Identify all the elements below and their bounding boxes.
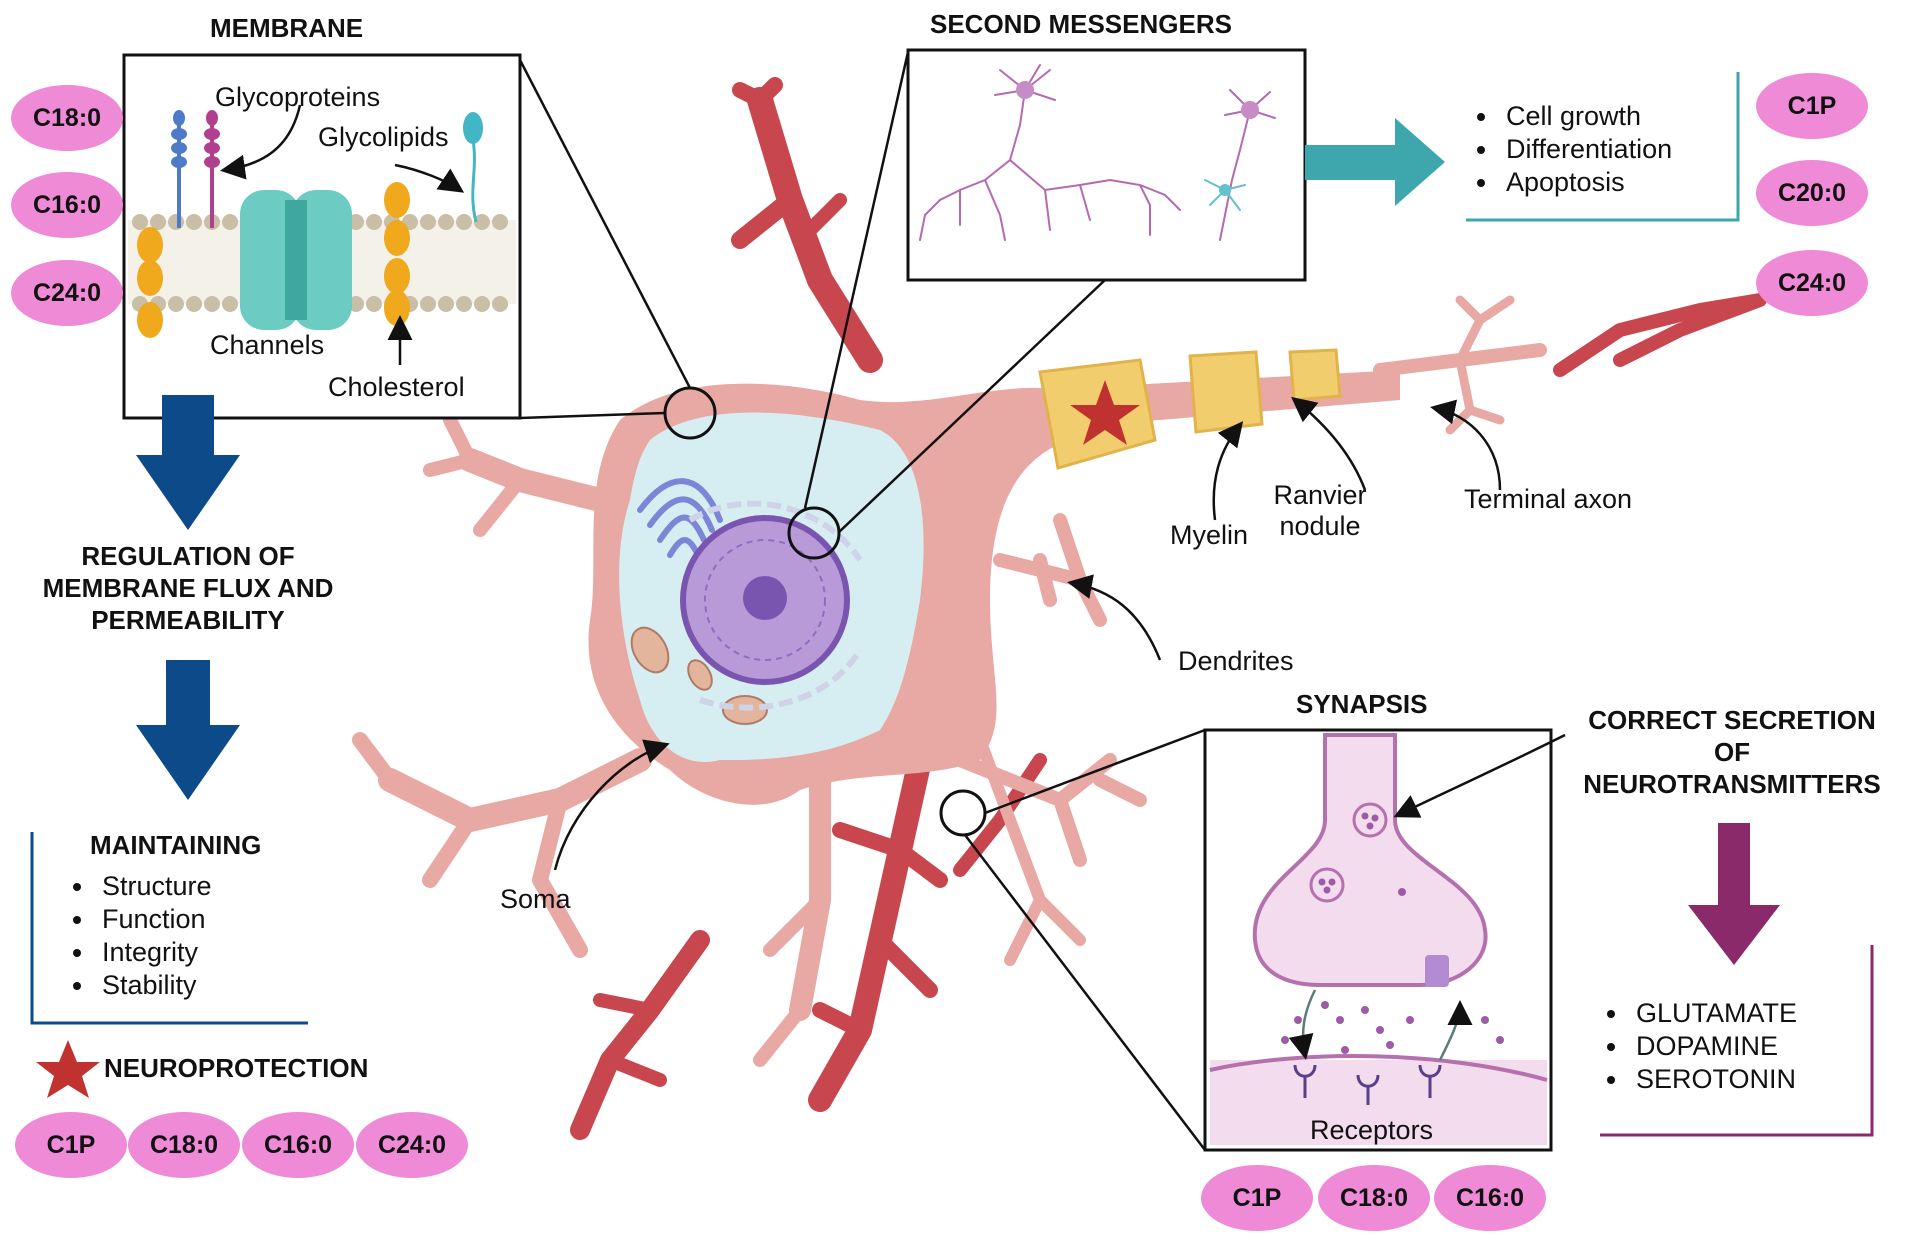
navy-arrow-lower bbox=[136, 660, 240, 800]
dendrites-label: Dendrites bbox=[1178, 646, 1294, 676]
maintaining-item: Integrity bbox=[96, 936, 212, 969]
secretion-line-2: OF bbox=[1713, 737, 1751, 767]
second-messengers-pill-1: C1P bbox=[1756, 73, 1868, 139]
maintaining-item: Stability bbox=[96, 969, 212, 1002]
maintaining-item: Function bbox=[96, 903, 212, 936]
bracket-lines bbox=[30, 72, 1874, 1137]
second-messengers-item: Differentiation bbox=[1500, 133, 1672, 166]
synapse-illustration bbox=[1209, 733, 1548, 1145]
red-processes bbox=[570, 77, 1767, 1140]
terminal-axon-label: Terminal axon bbox=[1464, 484, 1633, 514]
secretion-line-1: CORRECT SECRETION bbox=[1588, 705, 1876, 735]
second-messengers-item: Cell growth bbox=[1500, 100, 1672, 133]
glycoprotein-blue bbox=[171, 110, 187, 228]
neurotransmitter-list: GLUTAMATE DOPAMINE SEROTONIN bbox=[1602, 997, 1797, 1096]
maintaining-title: MAINTAINING bbox=[90, 830, 262, 860]
receptors-label: Receptors bbox=[1310, 1115, 1434, 1145]
second-messengers-item: Apoptosis bbox=[1500, 166, 1672, 199]
neuroprotection-pill-1: C1P bbox=[15, 1112, 127, 1178]
label-arrows bbox=[553, 396, 1566, 871]
membrane-label-arrows bbox=[220, 104, 465, 365]
regulation-heading: REGULATION OF MEMBRANE FLUX AND PERMEABI… bbox=[0, 540, 376, 636]
neuroprotection-pill-3: C16:0 bbox=[242, 1112, 354, 1178]
maintaining-list: Structure Function Integrity Stability bbox=[68, 870, 212, 1002]
neuroprotection-pill-2: C18:0 bbox=[128, 1112, 240, 1178]
cholesterol-left bbox=[137, 227, 163, 338]
soma-label: Soma bbox=[500, 884, 571, 914]
myelin-label: Myelin bbox=[1170, 520, 1249, 550]
membrane-pill-2: C16:0 bbox=[11, 172, 123, 238]
secretion-line-3: NEUROTRANSMITTERS bbox=[1583, 769, 1881, 799]
teal-arrow bbox=[1305, 118, 1445, 206]
channel-protein bbox=[240, 190, 352, 330]
regulation-line-1: REGULATION OF bbox=[81, 541, 295, 571]
neuroprotection-star-on-myelin bbox=[1070, 380, 1140, 445]
glycoprotein-purple bbox=[204, 110, 220, 228]
synapsis-pill-3: C16:0 bbox=[1434, 1165, 1546, 1231]
maintaining-item: Structure bbox=[96, 870, 212, 903]
neuroprotection-pill-4: C24:0 bbox=[356, 1112, 468, 1178]
neurotransmitter-item: DOPAMINE bbox=[1630, 1030, 1797, 1063]
second-messengers-title: SECOND MESSENGERS bbox=[930, 9, 1232, 39]
zoom-lines bbox=[518, 51, 1206, 1151]
nucleus bbox=[680, 500, 863, 711]
neurotransmitter-item: GLUTAMATE bbox=[1630, 997, 1797, 1030]
second-messengers-list: Cell growth Differentiation Apoptosis bbox=[1472, 100, 1672, 199]
channels-label: Channels bbox=[210, 330, 325, 360]
regulation-line-3: PERMEABILITY bbox=[91, 605, 285, 635]
membrane-title: MEMBRANE bbox=[210, 13, 364, 43]
glycolipid bbox=[463, 112, 483, 223]
second-messenger-neurons bbox=[919, 64, 1276, 241]
membrane-pill-3: C24:0 bbox=[11, 260, 123, 326]
secretion-heading: CORRECT SECRETION OF NEUROTRANSMITTERS bbox=[1560, 704, 1904, 800]
neuroprotection-title: NEUROPROTECTION bbox=[104, 1053, 369, 1083]
ranvier-line-1: Ranvier bbox=[1273, 480, 1367, 510]
golgi-apparatus bbox=[637, 478, 723, 558]
ranvier-line-2: nodule bbox=[1279, 511, 1361, 541]
synapsis-pill-2: C18:0 bbox=[1318, 1165, 1430, 1231]
synapsis-title: SYNAPSIS bbox=[1296, 689, 1428, 719]
glycolipids-label: Glycolipids bbox=[318, 122, 449, 152]
navy-arrow-upper bbox=[136, 395, 240, 530]
cholesterol-label: Cholesterol bbox=[328, 372, 465, 402]
second-messengers-pill-2: C20:0 bbox=[1756, 160, 1868, 226]
pink-dendrites bbox=[352, 295, 1547, 1067]
ranvier-label: Ranvier nodule bbox=[1270, 480, 1370, 542]
second-messengers-box bbox=[906, 48, 1307, 282]
neuroprotection-star-icon bbox=[36, 1040, 100, 1098]
neurotransmitter-item: SEROTONIN bbox=[1630, 1063, 1797, 1096]
regulation-line-2: MEMBRANE FLUX AND bbox=[42, 573, 334, 603]
purple-arrow bbox=[1688, 823, 1780, 965]
glycoproteins-label: Glycoproteins bbox=[215, 82, 381, 112]
second-messengers-pill-3: C24:0 bbox=[1756, 250, 1868, 316]
synapsis-pill-1: C1P bbox=[1201, 1165, 1313, 1231]
membrane-pill-1: C18:0 bbox=[11, 85, 123, 151]
